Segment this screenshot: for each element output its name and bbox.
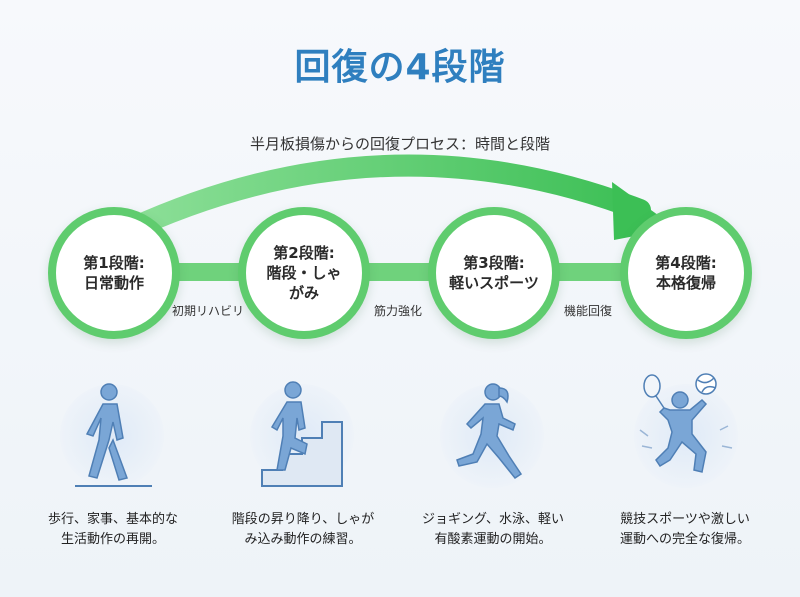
connector-label-1: 初期リハビリ (171, 304, 244, 318)
connector-label-3: 機能回復 (563, 304, 612, 318)
walking-person-icon (75, 383, 152, 487)
volleyball-player-icon (639, 373, 733, 473)
stairs-climbing-icon (261, 381, 343, 487)
jogging-woman-icon (456, 383, 523, 480)
connector-label-2: 筋力強化 (373, 304, 422, 318)
stage-4-label: 第4段階: 本格復帰 (655, 254, 717, 292)
stage-2-label: 第2段階: 階段・しゃ がみ (266, 244, 342, 302)
stage-2-description: 階段の昇り降り、しゃが み込み動作の練習。 (231, 512, 375, 547)
stage-4-description: 競技スポーツや激しい 運動への完全な復帰。 (619, 512, 750, 547)
connector-bar (150, 263, 670, 281)
subtitle: 半月板損傷からの回復プロセス：時間と段階 (249, 135, 550, 153)
stage-3-label: 第3段階: 軽いスポーツ (449, 254, 539, 292)
progress-arrow (107, 154, 651, 246)
stage-3-circle: 第3段階: 軽いスポーツ (428, 207, 560, 339)
stage-4-circle: 第4段階: 本格復帰 (620, 207, 752, 339)
stage-3-description: ジョギング、水泳、軽い 有酸素運動の開始。 (421, 512, 565, 547)
stage-2-circle: 第2段階: 階段・しゃ がみ (238, 207, 370, 339)
stage-1-label: 第1段階: 日常動作 (83, 254, 145, 292)
page-title: 回復の4段階 (294, 47, 506, 88)
stage-1-circle: 第1段階: 日常動作 (48, 207, 180, 339)
stage-1-description: 歩行、家事、基本的な 生活動作の再開。 (47, 512, 178, 547)
